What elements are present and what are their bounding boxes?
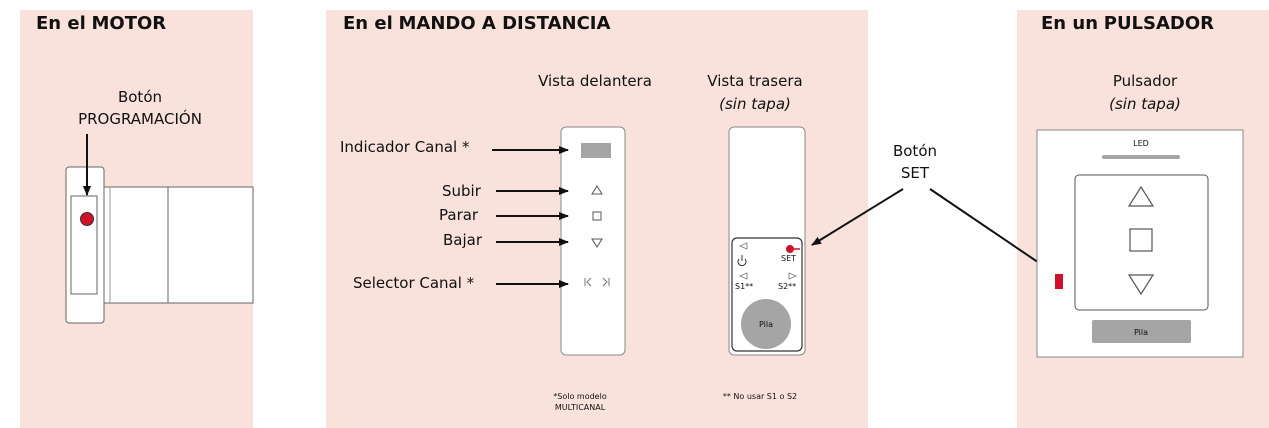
remote-label-arrows	[492, 146, 569, 288]
footnote-front-line1: *Solo modelo	[553, 392, 607, 401]
remote-battery	[741, 299, 791, 349]
label-channel-selector: Selector Canal *	[353, 274, 475, 292]
motor-title: En el MOTOR	[36, 13, 167, 34]
rear-view-note: (sin tapa)	[719, 95, 791, 113]
rear-view-heading: Vista trasera	[707, 72, 803, 90]
up-triangle-icon[interactable]	[591, 185, 603, 195]
footnote-rear: ** No usar S1 o S2	[722, 392, 798, 401]
s1-text: S1**	[735, 282, 753, 291]
pushbutton-keypad	[1074, 174, 1209, 311]
stop-square-icon[interactable]	[592, 211, 602, 221]
motor-button-plate	[70, 195, 98, 295]
pushbutton-down-icon[interactable]	[1127, 274, 1155, 296]
motor-tube	[165, 186, 254, 304]
remote-title: En el MANDO A DISTANCIA	[343, 13, 611, 34]
label-down: Bajar	[443, 231, 483, 249]
front-view-heading: Vista delantera	[538, 72, 652, 90]
pushbutton-battery-label: Pila	[1134, 328, 1148, 337]
motor-body	[101, 186, 169, 304]
set-button[interactable]	[786, 245, 794, 253]
motor-button-label-line1: Botón	[117, 88, 163, 106]
down-triangle-icon[interactable]	[591, 238, 603, 248]
pushbutton-up-icon[interactable]	[1127, 185, 1155, 207]
led-bar	[1102, 155, 1180, 159]
s2-text: S2**	[778, 282, 796, 291]
pushbutton-set-button[interactable]	[1055, 274, 1063, 289]
motor-button-label-line2: PROGRAMACIÓN	[78, 110, 202, 128]
set-button-label-line2: SET	[900, 164, 930, 182]
set-text: SET	[781, 254, 796, 263]
motor-drawing	[65, 166, 254, 324]
power-icon	[737, 255, 747, 267]
label-stop: Parar	[439, 206, 479, 224]
channel-selector-icons[interactable]	[584, 277, 610, 287]
footnote-front-line2: MULTICANAL	[554, 403, 606, 412]
channel-indicator-display	[581, 143, 611, 158]
label-up: Subir	[442, 182, 481, 200]
set-button-arrows	[811, 188, 1052, 272]
rear-contact-icons	[738, 242, 798, 280]
pushbutton-title: En un PULSADOR	[1041, 13, 1215, 34]
label-channel-indicator: Indicador Canal *	[340, 138, 470, 156]
pushbutton-note: (sin tapa)	[1109, 95, 1181, 113]
pushbutton-battery	[1092, 320, 1191, 343]
pushbutton-name: Pulsador	[1112, 72, 1178, 90]
led-label: LED	[1133, 139, 1149, 148]
pushbutton-stop-icon[interactable]	[1129, 228, 1153, 252]
motor-programming-button[interactable]	[80, 212, 94, 226]
remote-battery-label: Pila	[759, 320, 773, 329]
set-button-label-line1: Botón	[892, 142, 938, 160]
